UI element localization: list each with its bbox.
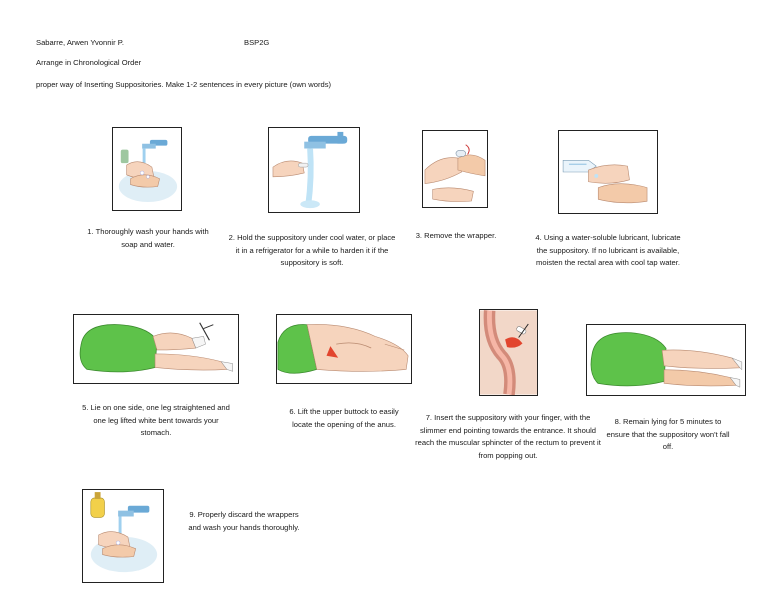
step-2-caption: 2. Hold the suppository under cool water… <box>228 233 396 267</box>
handwashing-icon <box>118 139 178 203</box>
step-5-picture <box>73 314 239 384</box>
step-1-caption: 1. Thoroughly wash your hands with soap … <box>87 227 209 249</box>
step-8-picture <box>586 324 746 396</box>
step-9-picture <box>82 489 164 583</box>
step-6-caption: 6. Lift the upper buttock to easily loca… <box>289 407 399 429</box>
instruction-detail: proper way of Inserting Suppositories. M… <box>36 80 332 89</box>
step-7-caption: 7. Insert the suppository with your fing… <box>415 413 601 460</box>
student-name: Sabarre, Arwen Yvonnir P. <box>36 38 124 47</box>
side-lying-position-icon <box>79 322 233 373</box>
lubricant-tube-icon <box>562 159 648 204</box>
handwashing-soap-icon <box>90 492 158 573</box>
step-2-picture <box>268 127 360 213</box>
step-3-caption: 3. Remove the wrapper. <box>415 231 497 240</box>
step-7-picture <box>479 309 538 396</box>
unwrapping-hands-icon <box>424 144 486 202</box>
instruction-title: Arrange in Chronological Order <box>36 58 142 67</box>
step-1-picture <box>112 127 182 211</box>
step-8-caption: 8. Remain lying for 5 minutes to ensure … <box>606 417 730 451</box>
buttock-lift-icon <box>277 324 409 374</box>
step-9-caption: 9. Properly discard the wrappers and was… <box>188 510 300 532</box>
section-label: BSP2G <box>244 38 270 47</box>
resting-lying-icon <box>590 332 743 388</box>
step-4-picture <box>558 130 658 214</box>
step-4-caption: 4. Using a water-soluble lubricant, lubr… <box>535 233 681 267</box>
step-5-caption: 5. Lie on one side, one leg straightened… <box>82 403 230 437</box>
rectum-insertion-diagram-icon <box>480 310 537 395</box>
step-6-picture <box>276 314 412 384</box>
step-3-picture <box>422 130 488 208</box>
cool-water-tap-icon <box>272 131 348 209</box>
